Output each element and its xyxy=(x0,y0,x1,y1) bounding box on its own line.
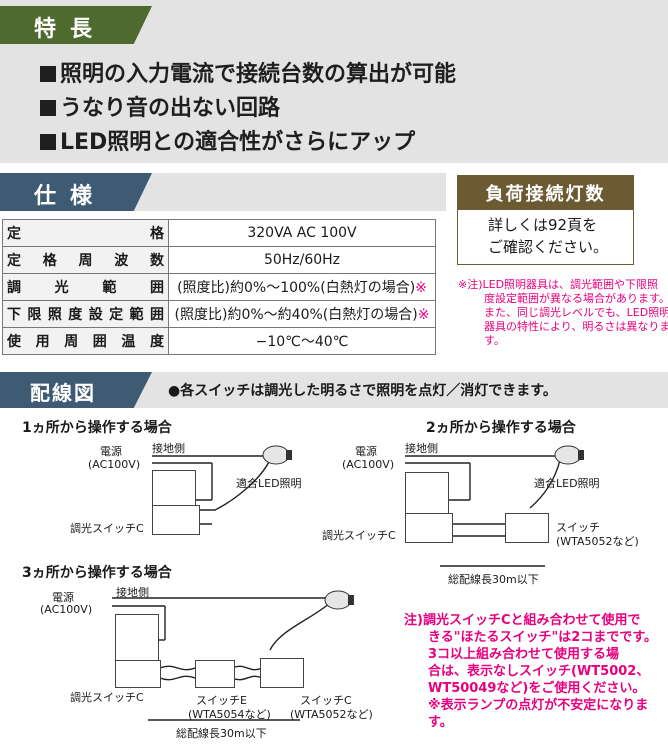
dimmer-switch-terminal xyxy=(405,513,453,543)
dimmer-switch-terminal xyxy=(152,505,200,535)
switch-e-terminal xyxy=(195,660,235,688)
wiring-heading: 配線図 xyxy=(0,372,152,408)
spec-value: 320VA AC 100V xyxy=(168,219,436,247)
dimmer-switch-box xyxy=(115,614,159,664)
wire-line xyxy=(159,665,196,671)
switch-label: スイッチ xyxy=(556,521,600,534)
dimmer-switch-terminal xyxy=(115,660,161,688)
wire-line xyxy=(231,665,263,671)
spec-value: (照度比)約0%〜100%(白熱灯の場合)※ xyxy=(168,273,436,301)
spec-heading: 仕様 xyxy=(0,173,152,211)
spec-row: 使用周囲温度−10℃〜40℃ xyxy=(2,327,436,355)
power-voltage-label: (AC100V) xyxy=(342,458,395,471)
switch-e-model-label: (WTA5054など) xyxy=(188,708,271,721)
one-location-title: 1ヵ所から操作する場合 xyxy=(22,420,172,436)
led-light-icon xyxy=(324,590,354,610)
wiring-length-label: 総配線長30m以下 xyxy=(448,573,539,586)
ground-side-label: 接地側 xyxy=(152,442,185,455)
spec-value: −10℃〜40℃ xyxy=(168,327,436,355)
spec-label: 定格周波数 xyxy=(2,246,169,274)
wire-line xyxy=(231,675,263,681)
spec-row: 下限照度設定範囲(照度比)約0%〜約40%(白熱灯の場合)※ xyxy=(2,300,436,328)
wire-line xyxy=(159,675,196,681)
switch-model-label: (WTA5052など) xyxy=(556,535,639,548)
spec-label: 定格 xyxy=(2,219,169,247)
feature-item: LED照明との適合性がさらにアップ xyxy=(40,124,415,156)
led-light-icon xyxy=(554,445,584,465)
spec-label: 使用周囲温度 xyxy=(2,327,169,355)
spec-label: 下限照度設定範囲 xyxy=(2,300,169,328)
two-location-title: 2ヵ所から操作する場合 xyxy=(426,420,576,436)
switch-e-label: スイッチE xyxy=(196,694,247,707)
spec-value: 50Hz/60Hz xyxy=(168,246,436,274)
square-bullet-icon xyxy=(40,134,56,150)
power-label: 電源 xyxy=(355,445,377,458)
wire-line xyxy=(529,459,561,509)
led-note: ※注)LED照明器具は、調光範囲や下限照 度設定範囲が異なる場合があります。 ま… xyxy=(458,278,668,347)
switch-c-model-label: (WTA5052など) xyxy=(290,708,373,721)
dimmer-switch-label: 調光スイッチC xyxy=(70,691,144,704)
power-label: 電源 xyxy=(52,591,74,604)
led-light-icon xyxy=(262,445,292,465)
dimmer-switch-label: 調光スイッチC xyxy=(322,529,396,542)
spec-row: 調光範囲(照度比)約0%〜100%(白熱灯の場合)※ xyxy=(2,273,436,301)
load-info-box: 詳しくは92頁を ご確認ください。 xyxy=(457,209,634,265)
load-heading: 負荷接続灯数 xyxy=(457,175,634,209)
ground-side-label: 接地側 xyxy=(116,586,149,599)
led-light-label: 適合LED照明 xyxy=(236,477,302,490)
switch-c-label: スイッチC xyxy=(300,694,352,707)
dimmer-switch-label: 調光スイッチC xyxy=(70,522,144,535)
wiring-note: 注)調光スイッチCと組み合わせて使用で きる"ほたるスイッチ"は2コまでです。 … xyxy=(404,613,658,730)
ground-side-label: 接地側 xyxy=(405,442,438,455)
features-heading: 特長 xyxy=(0,6,152,44)
spec-label: 調光範囲 xyxy=(2,273,169,301)
wire-line xyxy=(269,602,331,651)
wire-line xyxy=(195,459,271,511)
power-voltage-label: (AC100V) xyxy=(88,458,141,471)
switch-c-terminal xyxy=(260,658,304,688)
feature-item: うなり音の出ない回路 xyxy=(40,90,280,122)
square-bullet-icon xyxy=(40,66,56,82)
wiring-length-label: 総配線長30m以下 xyxy=(176,727,267,740)
power-label: 電源 xyxy=(100,445,122,458)
feature-item: 照明の入力電流で接続台数の算出が可能 xyxy=(40,56,456,88)
square-bullet-icon xyxy=(40,100,56,116)
three-location-title: 3ヵ所から操作する場合 xyxy=(22,565,172,581)
switch-terminal xyxy=(505,513,549,543)
power-voltage-label: (AC100V) xyxy=(40,603,93,616)
led-light-label: 適合LED照明 xyxy=(534,477,600,490)
wiring-lead: ●各スイッチは調光した明るさで照明を点灯／消灯できます。 xyxy=(168,383,557,399)
